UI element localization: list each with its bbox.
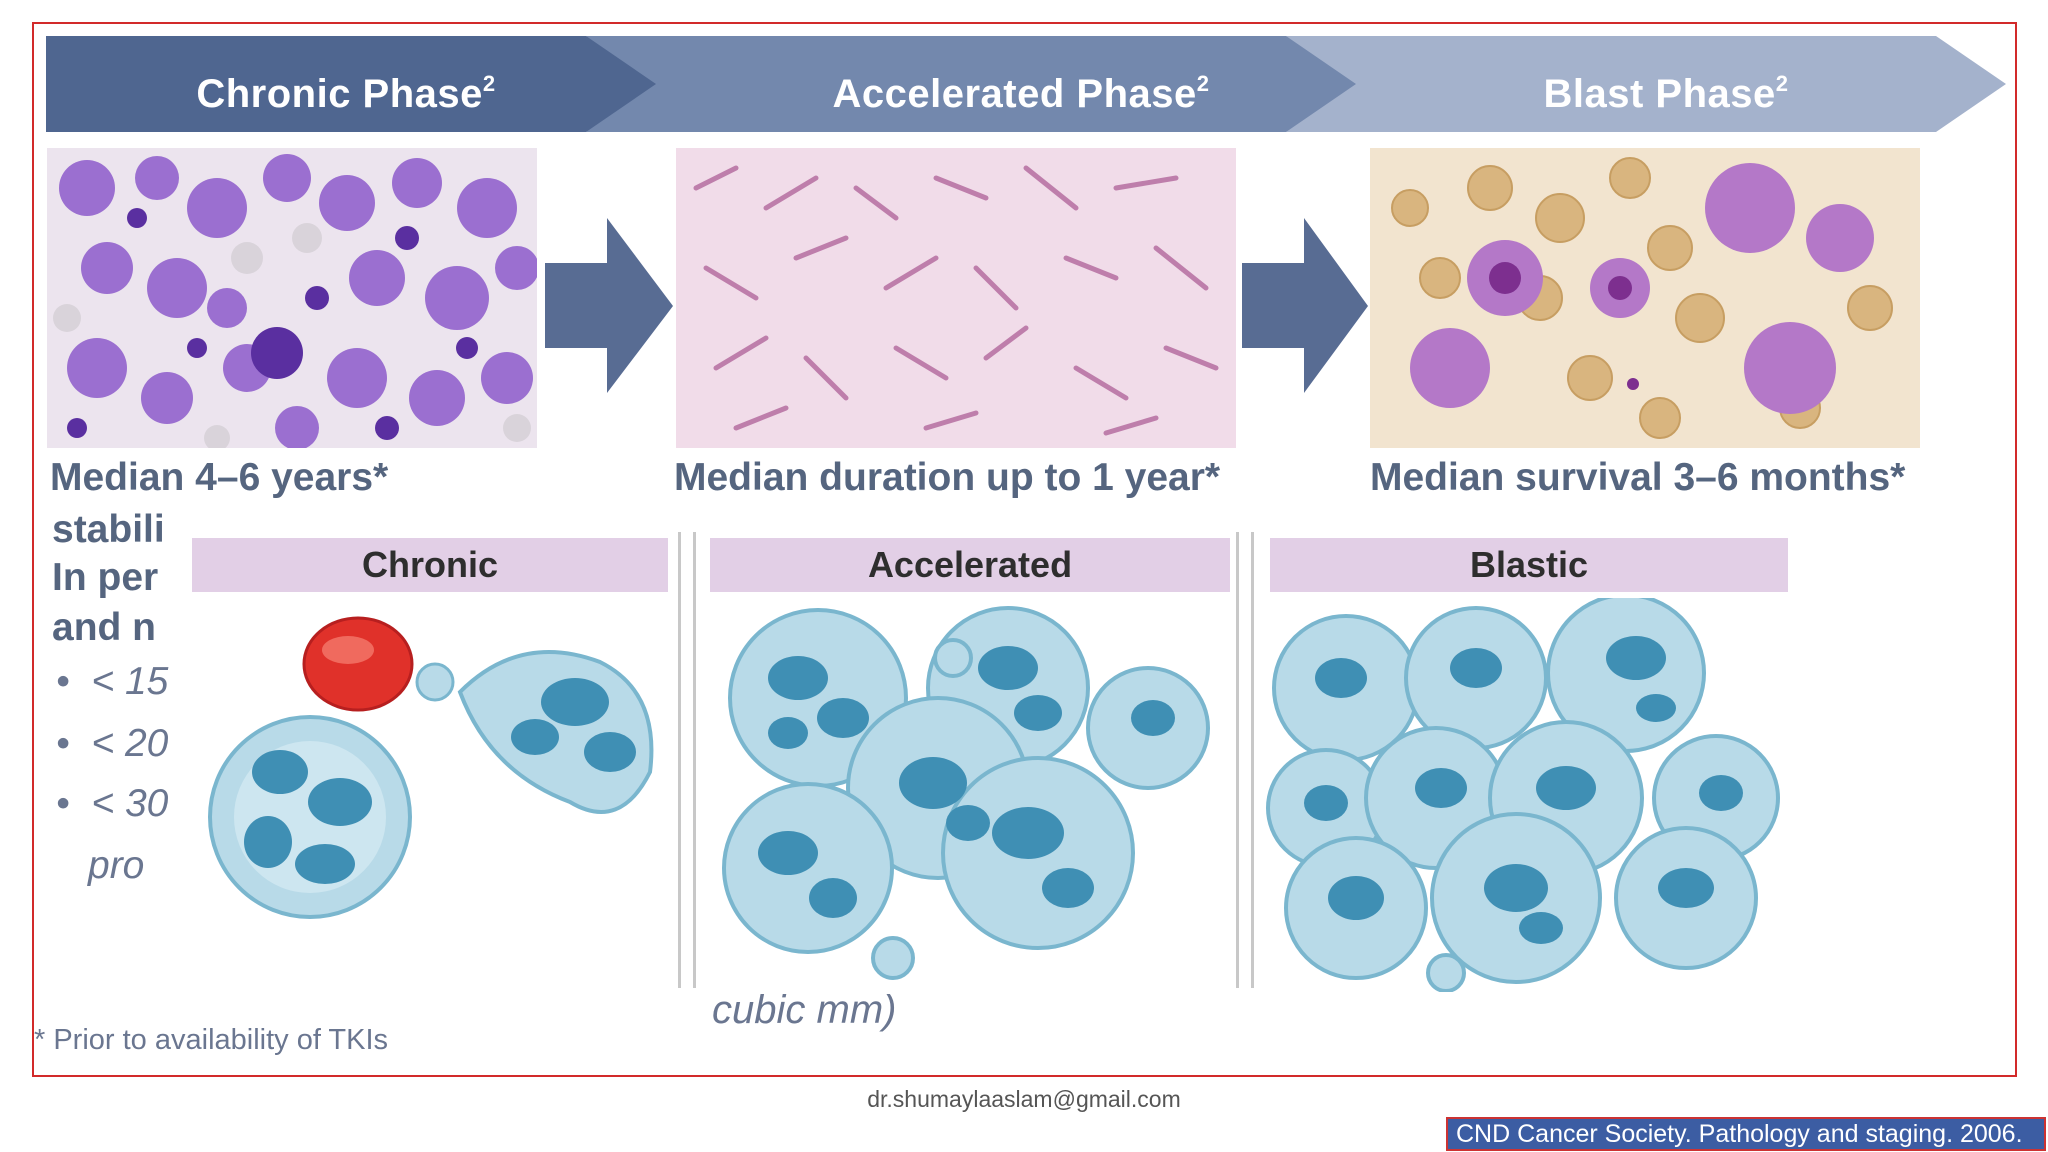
blast-phase-micrograph [1370, 148, 1920, 448]
phase-chronic-label: Chronic Phase2 [196, 71, 496, 116]
stage-header-blastic: Blastic [1270, 538, 1788, 592]
stage-divider-4 [1251, 532, 1254, 988]
cubic-mm-text: cubic mm) [712, 988, 897, 1032]
blast-caption: Median survival 3–6 months* [1370, 456, 1906, 499]
flow-arrow-2 [1242, 218, 1368, 393]
flow-arrow-1 [545, 218, 673, 393]
citation-bar: CND Cancer Society. Pathology and stagin… [1446, 1117, 2046, 1151]
accelerated-phase-micrograph [676, 148, 1236, 448]
stage-header-chronic: Chronic [192, 538, 668, 592]
chronic-caption: Median 4–6 years* [50, 456, 389, 499]
phase-blast-label: Blast Phase2 [1543, 71, 1789, 116]
stage-header-accelerated: Accelerated [710, 538, 1230, 592]
stage-divider-3 [1236, 532, 1239, 988]
stage-panel-blastic: Blastic [1266, 532, 1790, 992]
slide-frame [32, 22, 2017, 1077]
blastic-cells-illustration [1266, 598, 1780, 992]
accelerated-arrow-shape [586, 36, 1356, 132]
blast-arrow-shape [1286, 36, 2006, 132]
stage-panel-accelerated: Accelerated [708, 532, 1232, 992]
stage-panel-chronic: Chronic [190, 532, 670, 992]
stage-divider-1 [678, 532, 681, 988]
red-blood-cell [302, 616, 414, 712]
side-text-line-2: In per [52, 556, 159, 599]
side-bullet-3: • < 30 [56, 782, 169, 825]
chronic-phase-micrograph [47, 148, 537, 448]
phase-banner-arrows [46, 36, 2006, 132]
side-text-line-3: and n [52, 606, 156, 649]
footnote-tkis: * Prior to availability of TKIs [34, 1024, 389, 1056]
accelerated-cells-illustration [722, 606, 1210, 980]
stage-divider-2 [693, 532, 696, 988]
side-bullet-1: • < 15 [56, 660, 169, 703]
side-bullet-2: • < 20 [56, 722, 169, 765]
side-text-line-1: stabili [52, 508, 165, 551]
chronic-arrow-shape [46, 36, 656, 132]
phase-accelerated-label: Accelerated Phase2 [832, 71, 1210, 116]
author-email: dr.shumaylaaslam@gmail.com [867, 1086, 1181, 1112]
chronic-cells-illustration [208, 616, 654, 919]
accelerated-caption: Median duration up to 1 year* [674, 456, 1221, 499]
side-bullet-continuation: pro [88, 844, 145, 887]
phase-banner: Chronic Phase2 Accelerated Phase2 Blast … [46, 36, 2006, 132]
